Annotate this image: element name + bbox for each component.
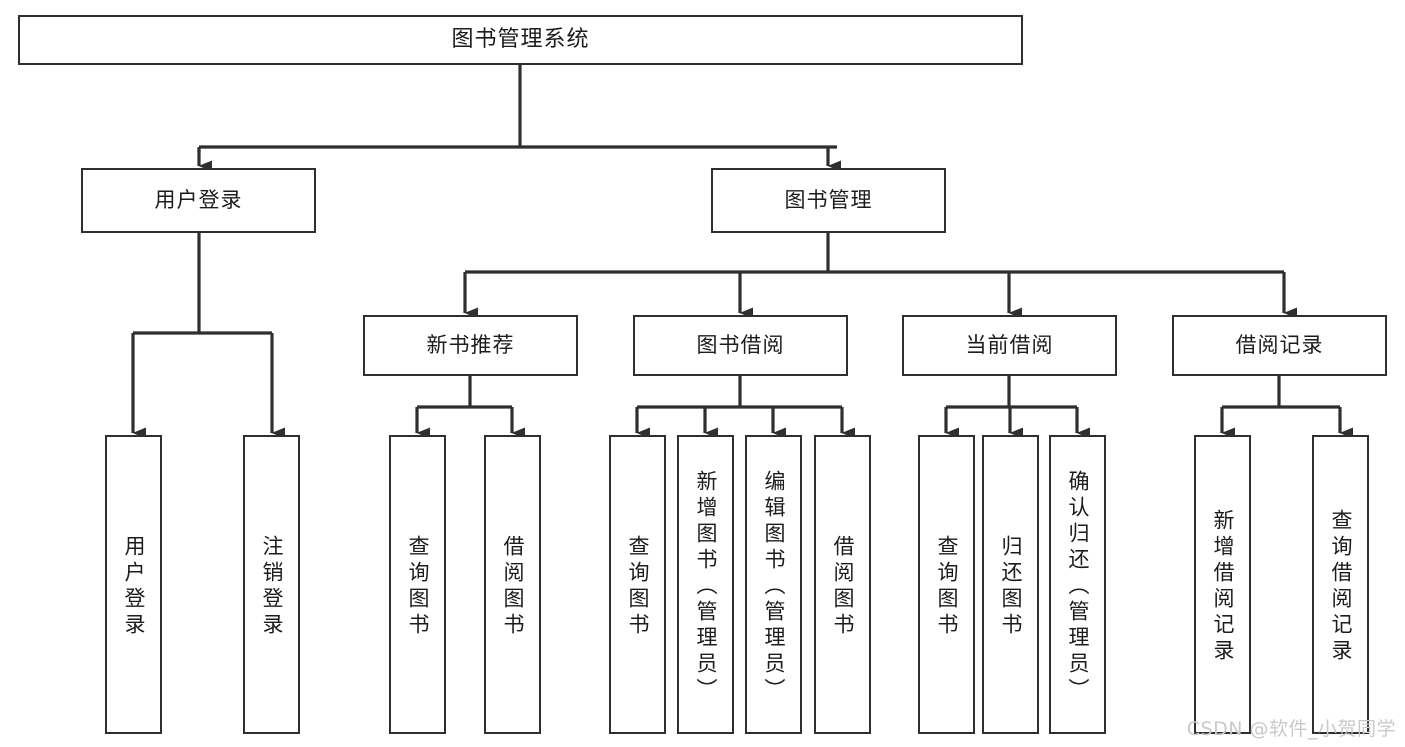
node-label: 编辑图书（管理员） [762, 469, 786, 704]
leaf-borrow-record-query-record[interactable]: 查询借阅记录 [1312, 435, 1369, 734]
node-label: 查询图书 [626, 534, 650, 639]
node-label: 图书借阅 [696, 333, 785, 358]
node-new-book-recommend[interactable]: 新书推荐 [363, 315, 578, 376]
node-label: 当前借阅 [965, 333, 1054, 358]
node-current-borrow[interactable]: 当前借阅 [902, 315, 1117, 376]
csdn-watermark: CSDN @软件_小贺同学 [1186, 718, 1396, 740]
leaf-current-borrow-confirm-return-admin[interactable]: 确认归还（管理员） [1049, 435, 1106, 734]
node-user-login[interactable]: 用户登录 [81, 168, 316, 233]
node-label: 借阅图书 [501, 534, 525, 639]
node-label: 图书管理 [784, 188, 873, 213]
node-label: 注销登录 [260, 534, 284, 639]
node-label: 借阅记录 [1235, 333, 1324, 358]
node-label: 图书管理系统 [451, 27, 590, 53]
node-label: 查询借阅记录 [1329, 508, 1353, 665]
node-book-borrow[interactable]: 图书借阅 [633, 315, 848, 376]
leaf-user-login-logout[interactable]: 注销登录 [243, 435, 300, 734]
leaf-user-login-login[interactable]: 用户登录 [105, 435, 162, 734]
node-label: 确认归还（管理员） [1066, 469, 1090, 704]
node-label: 查询图书 [406, 534, 430, 639]
leaf-book-borrow-add-book-admin[interactable]: 新增图书（管理员） [677, 435, 734, 734]
node-label: 新书推荐 [426, 333, 515, 358]
leaf-borrow-record-add-record[interactable]: 新增借阅记录 [1194, 435, 1251, 734]
node-book-management[interactable]: 图书管理 [711, 168, 946, 233]
node-label: 查询图书 [935, 534, 959, 639]
leaf-new-book-query-book[interactable]: 查询图书 [389, 435, 446, 734]
node-borrow-record[interactable]: 借阅记录 [1172, 315, 1387, 376]
node-label: 用户登录 [122, 534, 146, 639]
leaf-book-borrow-borrow-book[interactable]: 借阅图书 [814, 435, 871, 734]
node-label: 新增借阅记录 [1211, 508, 1235, 665]
node-label: 用户登录 [154, 188, 243, 213]
leaf-new-book-borrow-book[interactable]: 借阅图书 [484, 435, 541, 734]
node-label: 新增图书（管理员） [694, 469, 718, 704]
leaf-current-borrow-return-book[interactable]: 归还图书 [982, 435, 1039, 734]
node-label: 借阅图书 [831, 534, 855, 639]
leaf-current-borrow-query-book[interactable]: 查询图书 [918, 435, 975, 734]
leaf-book-borrow-query-book[interactable]: 查询图书 [609, 435, 666, 734]
leaf-book-borrow-edit-book-admin[interactable]: 编辑图书（管理员） [745, 435, 802, 734]
node-root-library-management-system[interactable]: 图书管理系统 [18, 15, 1023, 65]
node-label: 归还图书 [999, 534, 1023, 639]
